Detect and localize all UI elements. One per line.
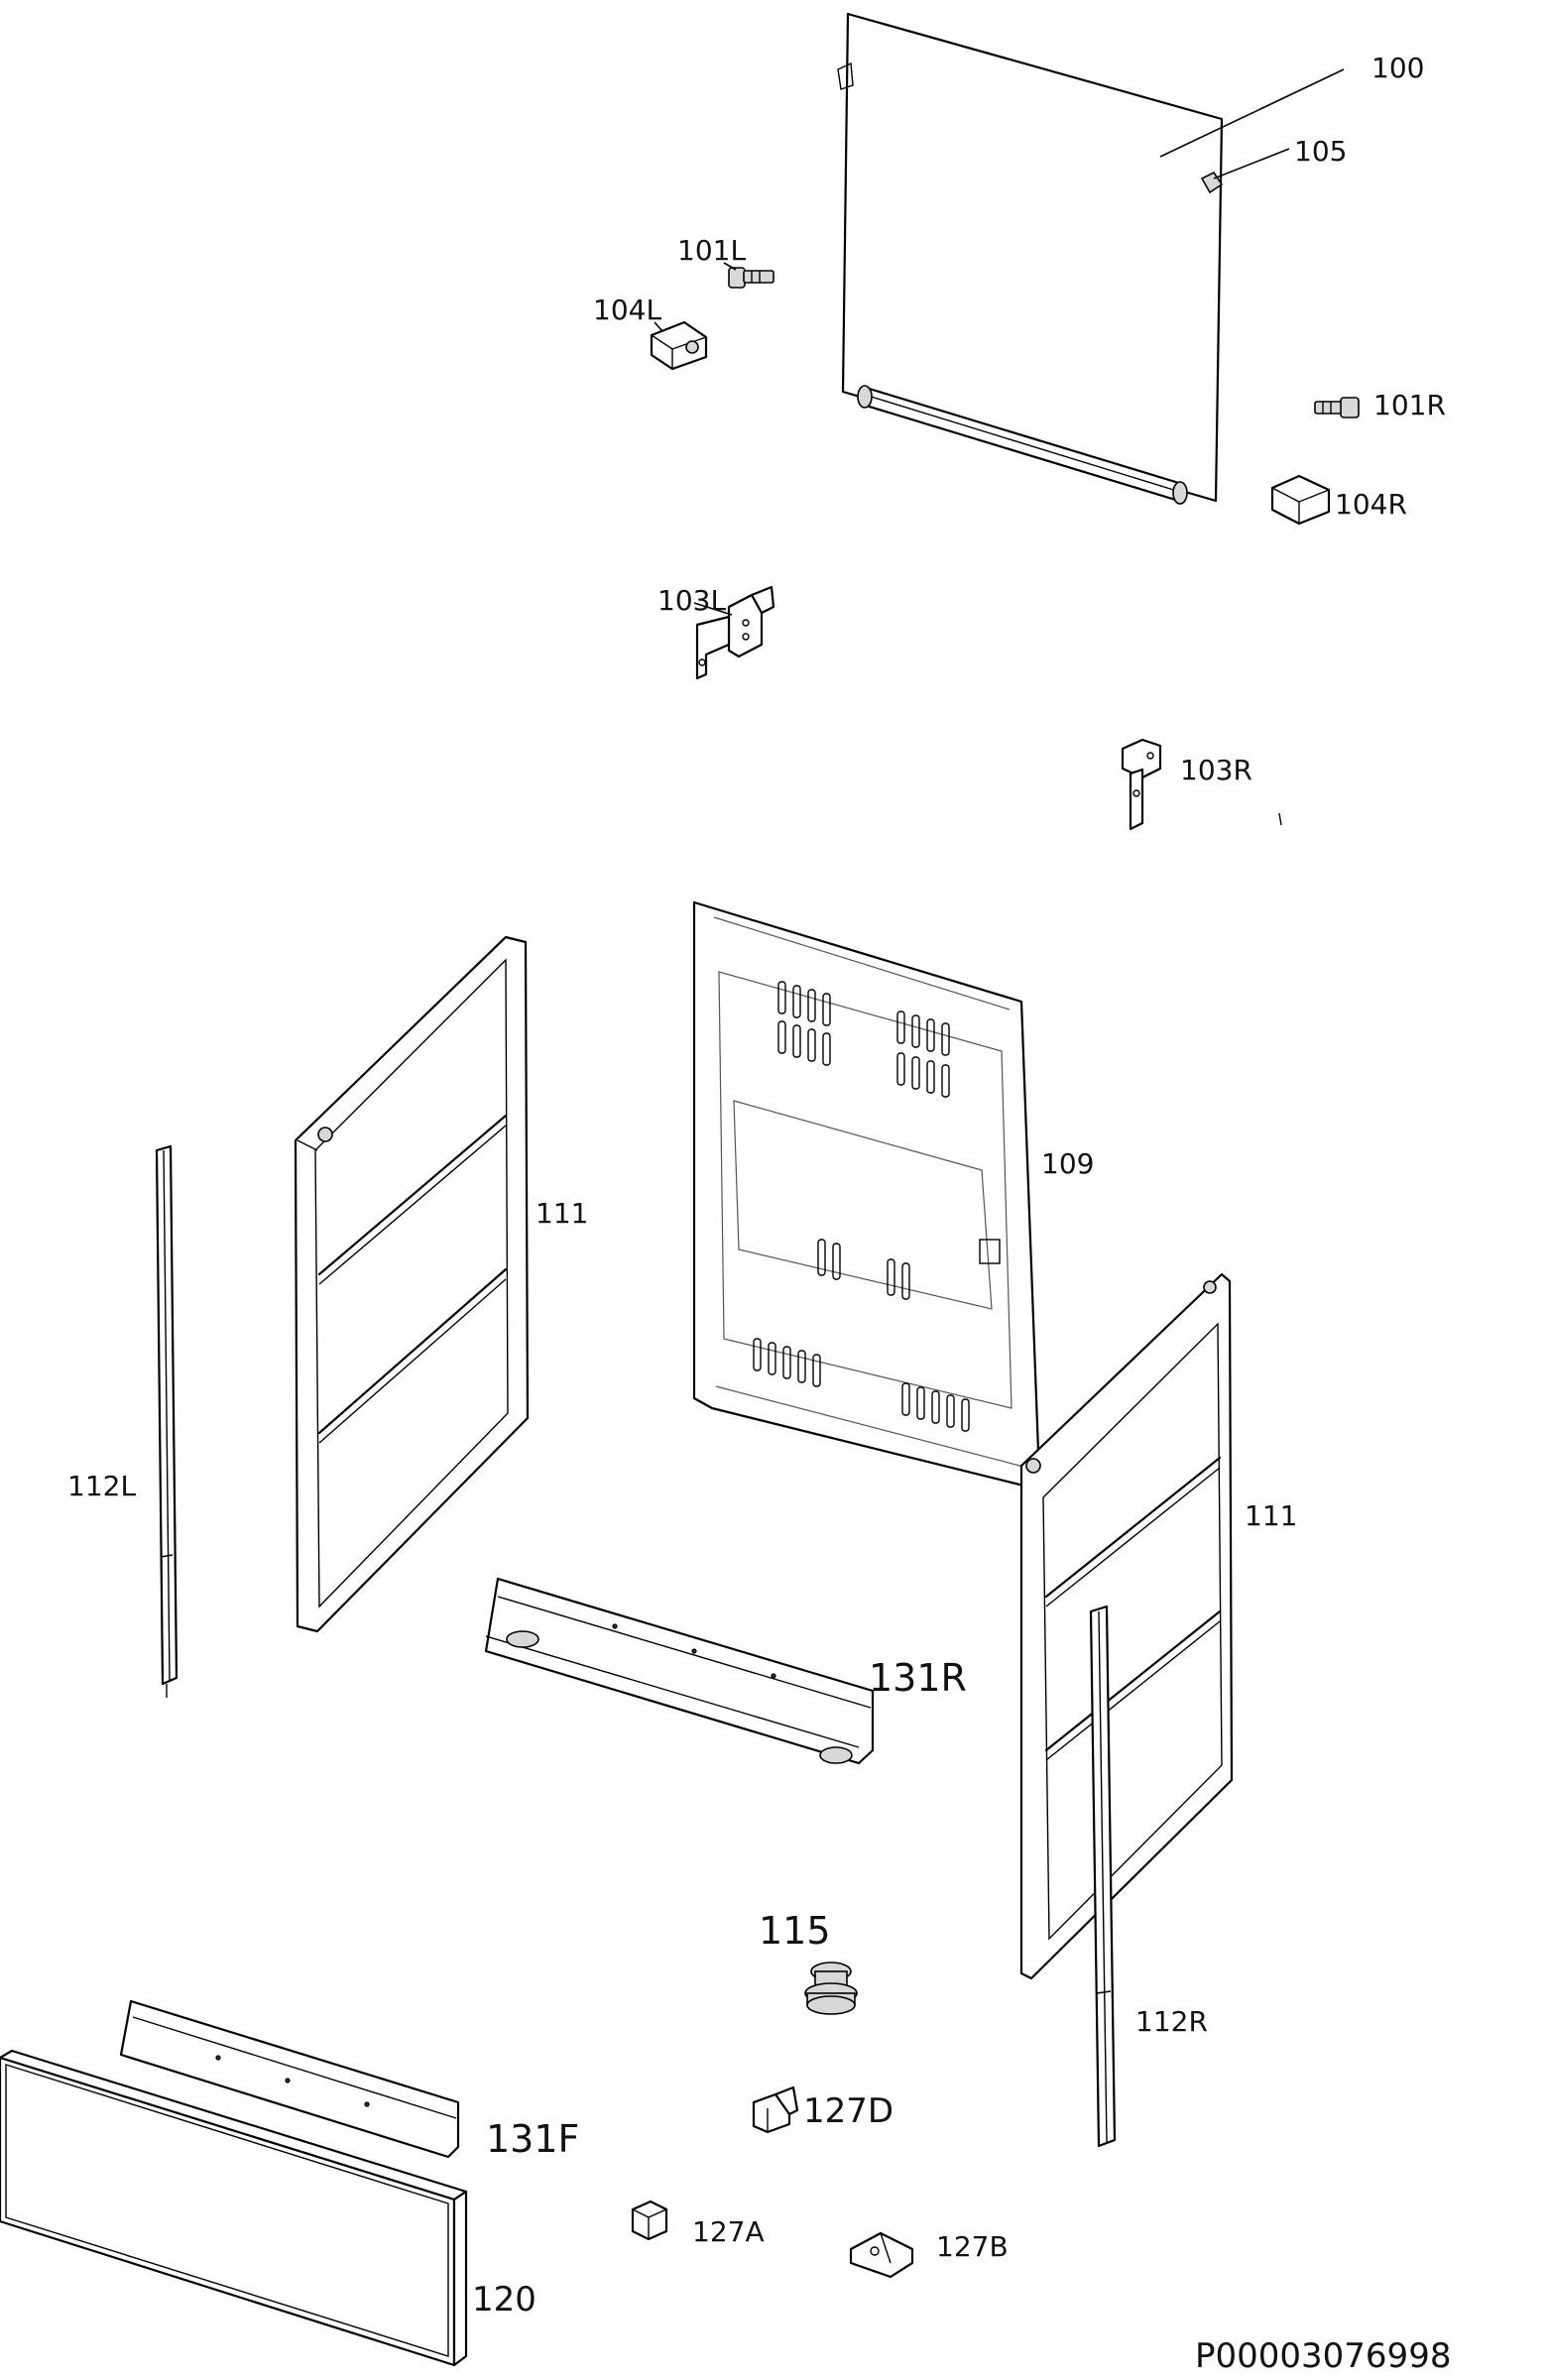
label-101L: 101L (677, 234, 746, 267)
callout-labels: 100 105 101L 104L 101R 104R 103L 103R 10… (67, 52, 1451, 2376)
label-120: 120 (472, 2280, 536, 2320)
part-127D-bracket (752, 2085, 799, 2134)
part-101R-pin (1314, 397, 1360, 418)
part-120-kick-plate (0, 2049, 468, 2367)
part-100-top-panel (837, 12, 1224, 505)
label-104R: 104R (1335, 488, 1407, 521)
label-103L: 103L (657, 584, 726, 617)
label-109: 109 (1041, 1147, 1094, 1180)
part-112L-left-strip (155, 1144, 179, 1698)
label-127B: 127B (936, 2230, 1009, 2263)
part-111-left-side-frame (294, 935, 530, 1633)
label-103R: 103R (1180, 754, 1252, 786)
part-104L-hinge-block (650, 320, 708, 371)
part-112R-right-strip (1089, 1605, 1117, 2148)
label-127A: 127A (692, 2215, 765, 2248)
part-131R-rear-rail (484, 1577, 875, 1765)
label-111-left: 111 (536, 1197, 588, 1230)
part-131F-front-rail (119, 1999, 460, 2159)
part-127A-clip (631, 2200, 668, 2241)
label-101R: 101R (1373, 389, 1446, 421)
part-104R-hinge-block (1270, 474, 1331, 526)
leader-lines (654, 68, 1345, 616)
label-112L: 112L (67, 1470, 136, 1502)
part-103L-bracket (695, 585, 775, 680)
part-127B-angle-bracket (849, 2231, 914, 2279)
part-101L-pin (728, 267, 774, 289)
label-104L: 104L (593, 294, 661, 326)
label-115: 115 (759, 1909, 831, 1953)
label-105: 105 (1294, 135, 1347, 168)
part-111-right-side-frame (1019, 1272, 1234, 1980)
label-112R: 112R (1135, 2005, 1208, 2038)
part-109-back-panel (692, 900, 1041, 1489)
part-103R-bracket (1121, 738, 1282, 831)
label-111-right: 111 (1245, 1499, 1297, 1532)
part-115-adjustable-foot (804, 1962, 858, 2015)
label-100: 100 (1371, 52, 1424, 84)
drawing-number: P00003076998 (1195, 2336, 1451, 2376)
label-131F: 131F (486, 2117, 579, 2161)
label-131R: 131R (869, 1656, 967, 1700)
label-127D: 127D (803, 2091, 893, 2131)
